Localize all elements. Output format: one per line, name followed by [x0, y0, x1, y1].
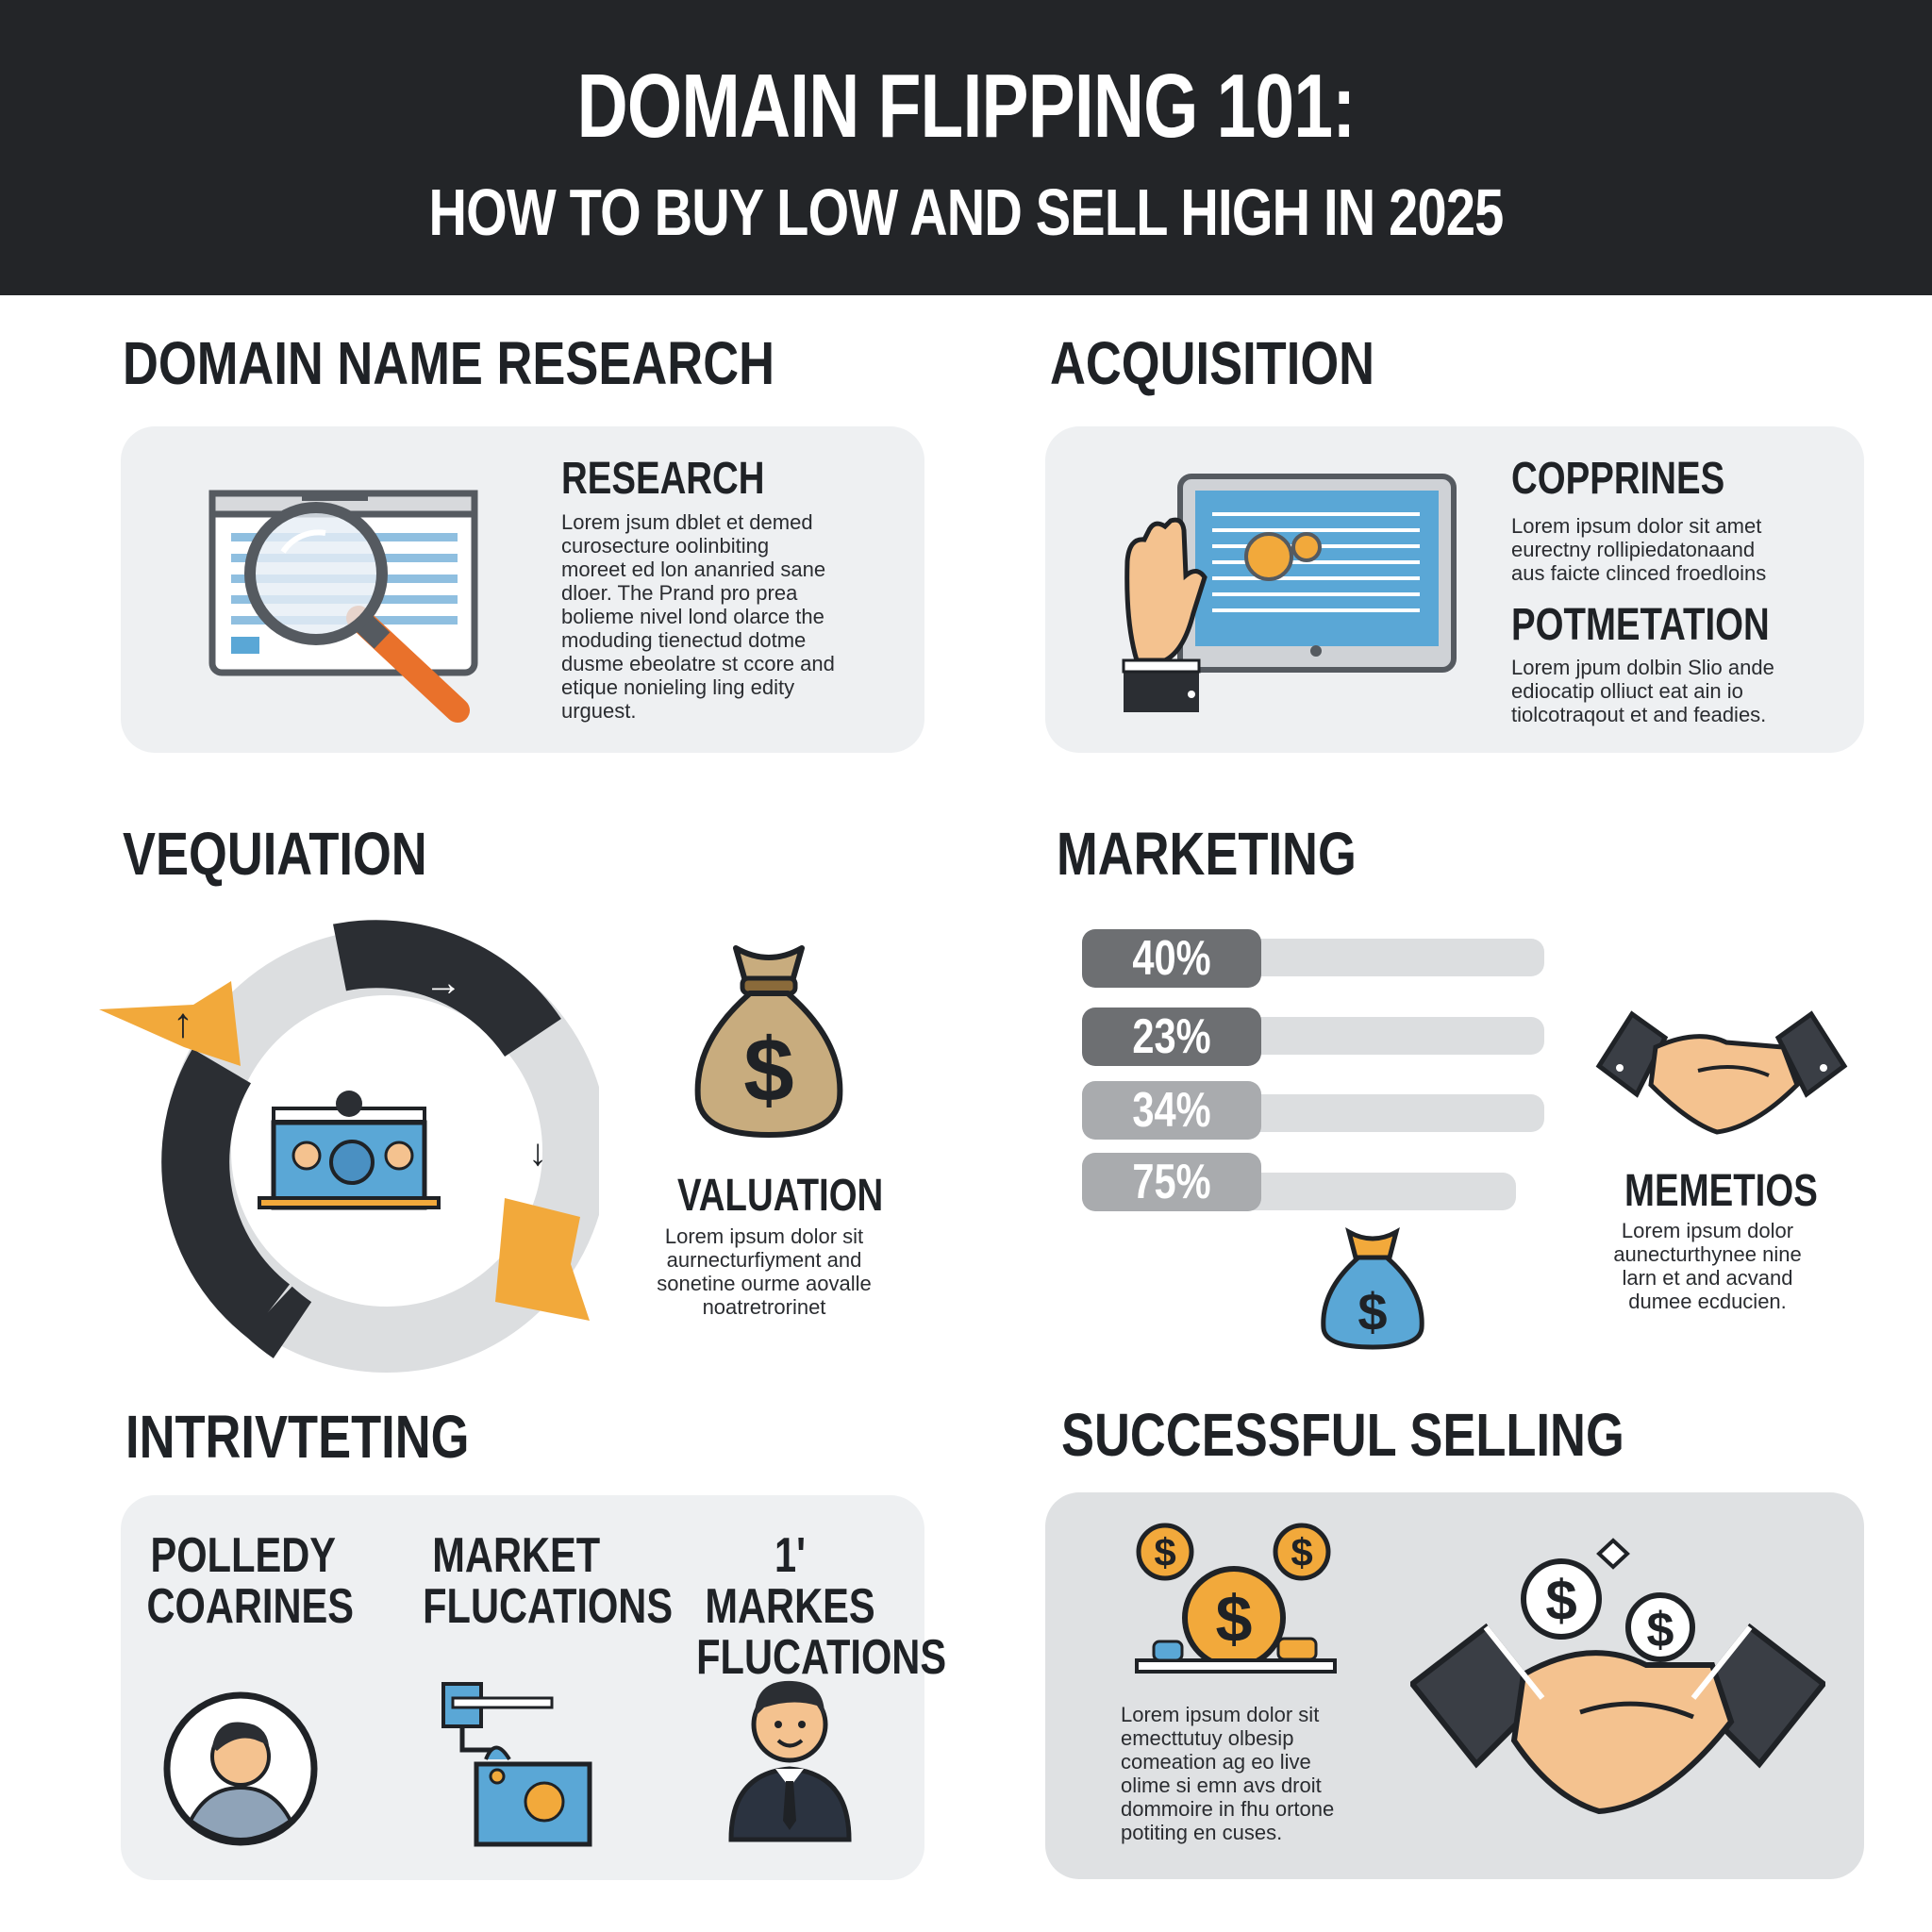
dollar-sign: $	[1357, 1282, 1387, 1341]
diagram-center-icon	[258, 1091, 441, 1210]
bar-pill: 34%	[1082, 1081, 1261, 1140]
blue-money-bag-icon: $	[1321, 1226, 1424, 1350]
acquisition-heading: ACQUISITION	[1050, 329, 1375, 397]
acquisition-subheading-1: COPPRINES	[1511, 454, 1725, 504]
magnifier-screen-icon	[208, 490, 478, 723]
hand-monitor-icon	[1122, 474, 1457, 712]
investing-heading: INTRIVTETING	[125, 1403, 470, 1471]
money-bag-icon: $	[694, 945, 843, 1139]
page-subtitle: HOW TO BUY LOW AND SELL HIGH IN 2025	[428, 175, 1504, 249]
handshake-coins-icon: $ $	[1410, 1538, 1825, 1815]
businessman-icon	[728, 1680, 852, 1842]
bar-pill: 40%	[1082, 929, 1261, 988]
cycle-diagram	[99, 920, 599, 1373]
handshake-icon	[1595, 1010, 1848, 1135]
selling-heading: SUCCESSFUL SELLING	[1061, 1401, 1624, 1469]
dollar-sign: $	[1647, 1603, 1674, 1657]
arrow-up-icon-2: ↑	[132, 1123, 153, 1169]
dollar-sign: $	[1154, 1530, 1175, 1574]
valuation-heading: VEQUIATION	[123, 820, 427, 888]
research-heading: DOMAIN NAME RESEARCH	[123, 329, 775, 397]
header-banner	[0, 0, 1932, 295]
user-avatar-icon	[163, 1691, 318, 1846]
acquisition-subheading-2: POTMETATION	[1511, 600, 1770, 650]
page-title: DOMAIN FLIPPING 101:	[576, 56, 1357, 157]
bar-pill: 23%	[1082, 1008, 1261, 1066]
arrow-down-icon-2: ↓	[528, 1132, 547, 1174]
arrow-right-icon: →	[425, 962, 462, 1004]
dollar-sign: $	[1216, 1582, 1253, 1656]
arrow-down-icon: ↓	[184, 1269, 205, 1315]
marketing-heading: MARKETING	[1057, 820, 1357, 888]
research-subheading: RESEARCH	[561, 454, 765, 504]
coins-stack-icon: $ $ $	[1135, 1523, 1337, 1674]
dollar-sign: $	[743, 1020, 793, 1121]
marketing-subheading: MEMETIOS	[1624, 1166, 1818, 1216]
bar-pill: 75%	[1082, 1153, 1261, 1211]
dollar-sign: $	[1291, 1530, 1312, 1574]
dollar-sign: $	[1545, 1569, 1576, 1632]
valuation-subheading: VALUATION	[677, 1171, 884, 1221]
arrow-up-icon: ↑	[173, 1000, 193, 1046]
desk-lamp-screen-icon	[441, 1682, 592, 1847]
